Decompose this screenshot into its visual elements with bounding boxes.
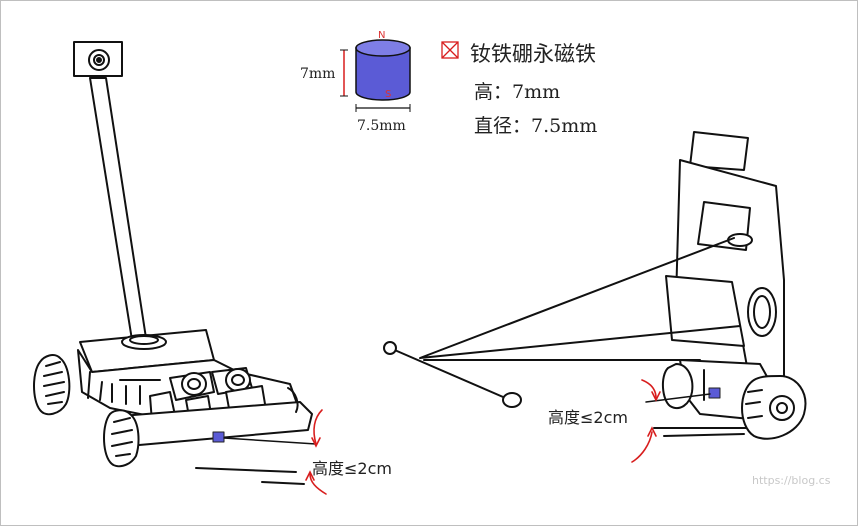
height-arrows	[305, 379, 661, 495]
legend-title: 钕铁硼永磁铁	[470, 42, 596, 66]
right-ball-2	[502, 392, 522, 408]
magnet-cylinder	[340, 39, 411, 112]
right-camera-box	[689, 131, 749, 171]
left-robot-car	[33, 41, 313, 485]
watermark: https://blog.cs	[752, 474, 831, 487]
left-camera-pole	[89, 77, 147, 341]
crossed-box-icon	[441, 41, 459, 59]
legend-height: 高：7mm	[474, 81, 561, 103]
legend-diameter: 直径：7.5mm	[474, 115, 598, 137]
right-ball-1	[383, 341, 397, 355]
right-magnet-marker	[708, 387, 721, 399]
right-height-limit-label: 高度≤2cm	[548, 408, 628, 427]
left-camera-lens	[88, 49, 110, 71]
left-lower-arrow	[309, 473, 327, 495]
left-height-limit-label: 高度≤2cm	[312, 459, 392, 478]
right-upper-arrow	[641, 379, 657, 399]
right-robot-car	[383, 131, 807, 440]
magnet-pole-n: N	[378, 30, 386, 41]
magnet-height-label: 7mm	[300, 66, 336, 82]
left-magnet-marker	[212, 431, 225, 443]
left-front-wheel	[103, 409, 140, 468]
magnet-diameter-label: 7.5mm	[357, 118, 406, 134]
magnet-pole-s: S	[385, 89, 392, 100]
left-upper-arrow	[313, 409, 323, 445]
right-motor-end	[747, 287, 777, 337]
right-lower-arrow	[631, 431, 653, 463]
